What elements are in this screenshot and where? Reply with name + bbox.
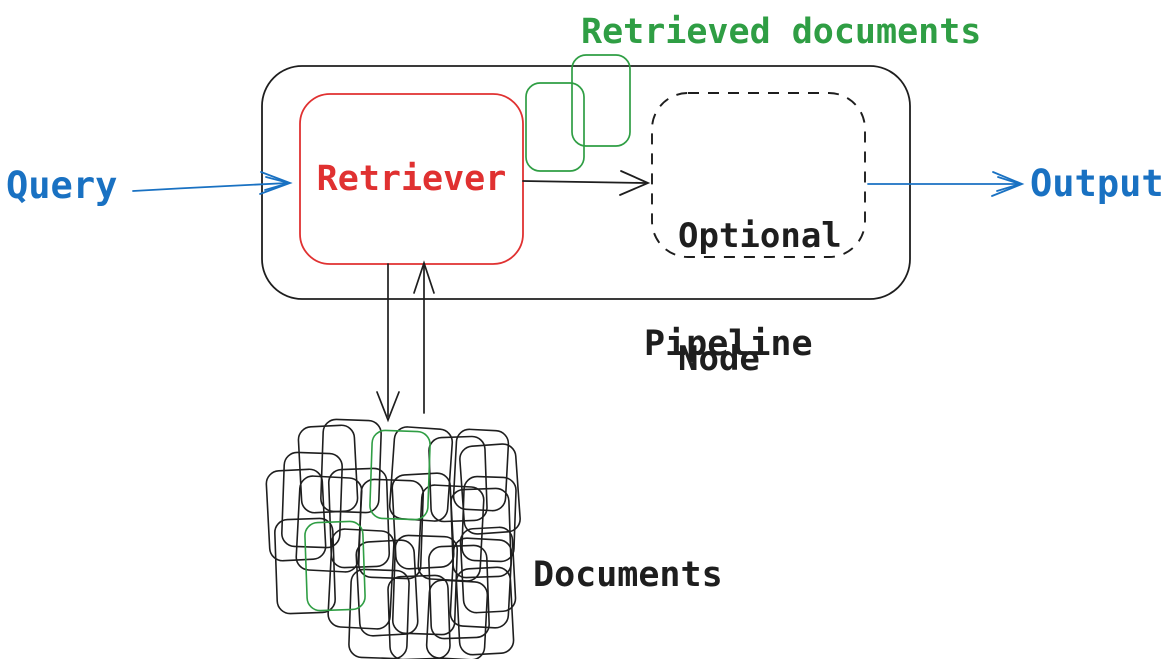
retrieved-documents-icons xyxy=(525,54,631,172)
retriever-label: Retriever xyxy=(316,158,507,199)
highlighted-document-icon xyxy=(571,54,631,147)
document-icon xyxy=(281,451,343,549)
documents-cluster xyxy=(265,418,521,659)
retriever-box xyxy=(299,93,524,265)
document-icon xyxy=(320,418,382,514)
pipeline-box xyxy=(261,65,911,300)
documents-label: Documents xyxy=(533,555,723,595)
document-icon xyxy=(348,568,410,659)
optional-node-label: Optional Node xyxy=(678,134,842,462)
document-icon xyxy=(455,566,515,656)
document-icon xyxy=(459,443,521,535)
query-label: Query xyxy=(6,164,118,207)
highlighted-document-icon xyxy=(525,82,585,172)
document-icon xyxy=(327,467,391,569)
highlighted-document-icon xyxy=(304,520,366,612)
optional-to-output-arrow xyxy=(867,171,1025,197)
query-to-retriever-arrow xyxy=(132,171,293,195)
document-icon xyxy=(265,468,327,562)
documents-to-retriever-arrow xyxy=(413,260,435,414)
retrieved-documents-label: Retrieved documents xyxy=(581,12,982,52)
document-icon xyxy=(452,428,510,512)
optional-node-box xyxy=(651,92,866,258)
pipeline-label: Pipeline xyxy=(644,324,813,364)
document-icon xyxy=(327,528,395,630)
highlighted-document-icon xyxy=(369,429,431,521)
document-icon xyxy=(387,574,451,659)
document-icon xyxy=(274,517,336,615)
document-icon xyxy=(428,435,488,523)
optional-node-label-line1: Optional xyxy=(678,216,842,256)
document-icon xyxy=(357,478,425,580)
optional-node-label-line2: Node xyxy=(678,339,760,379)
retriever-to-optional-arrow xyxy=(522,170,651,196)
output-label: Output xyxy=(1030,162,1164,205)
retriever-to-documents-arrow xyxy=(376,263,400,423)
